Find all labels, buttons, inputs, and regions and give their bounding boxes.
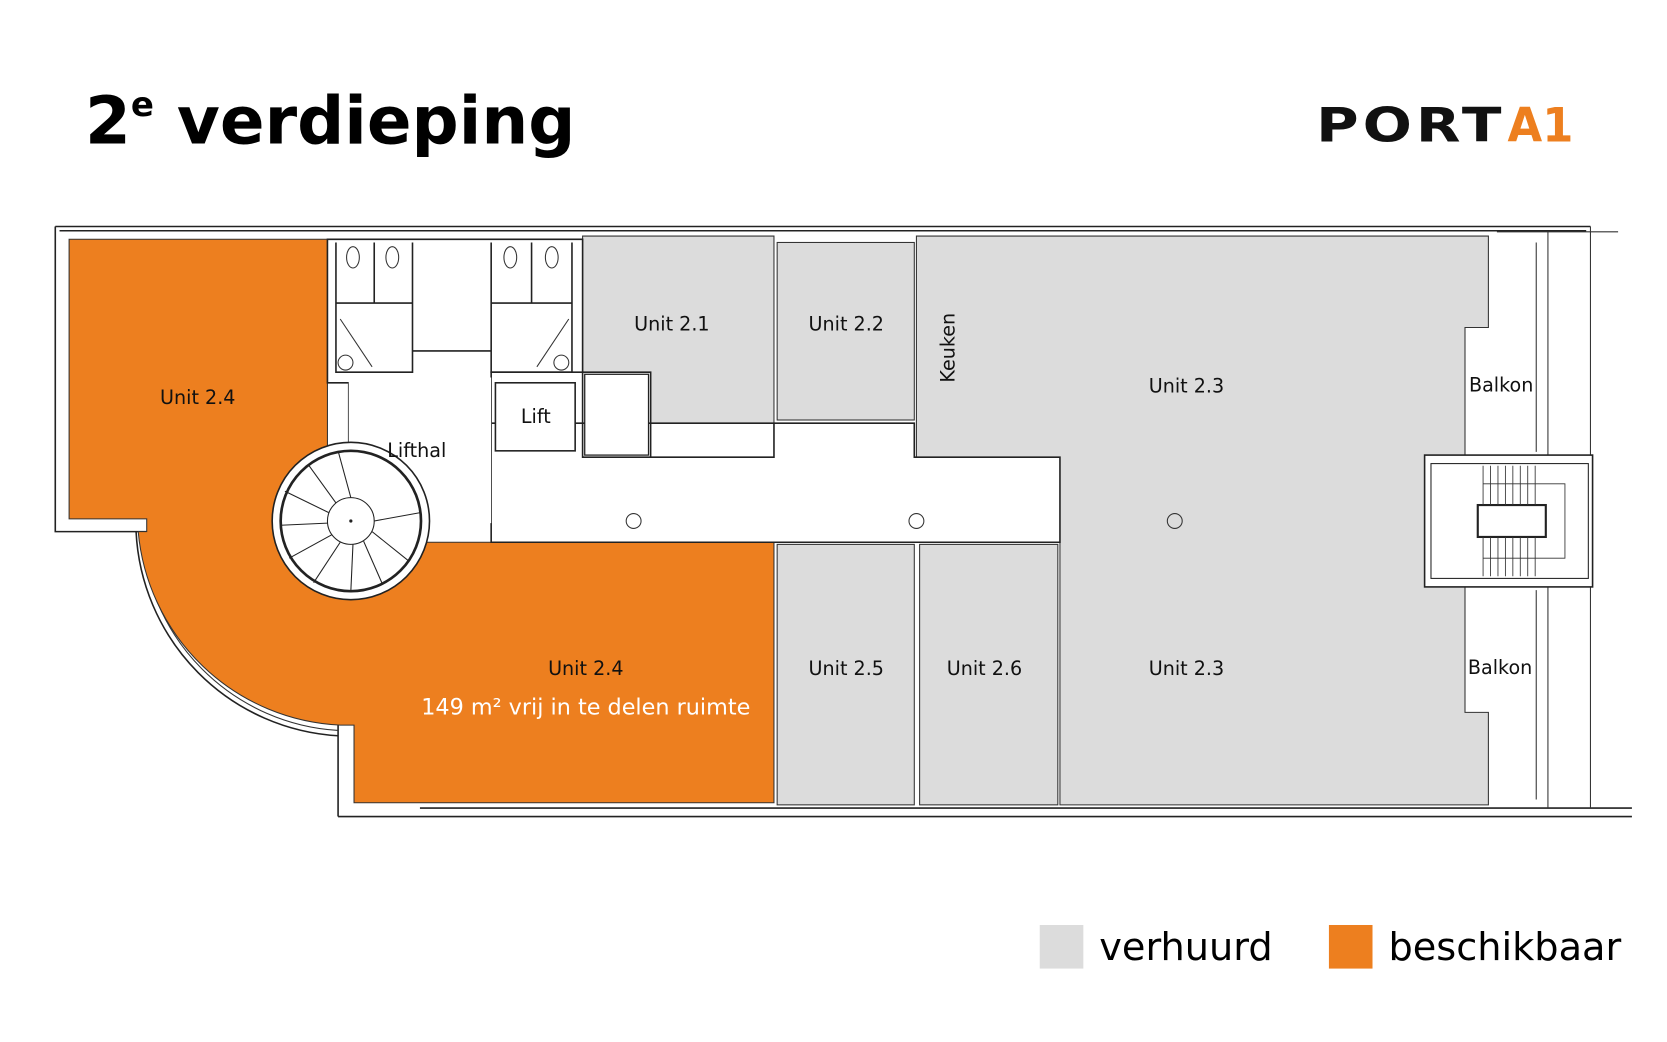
svg-text:PORT: PORT — [1316, 99, 1505, 153]
label-unit-2-4-bottom: Unit 2.4 — [548, 657, 623, 680]
legend-swatch-rented — [1039, 924, 1084, 969]
label-unit-2-4-top: Unit 2.4 — [160, 386, 235, 409]
label-unit-2-6: Unit 2.6 — [947, 657, 1022, 680]
label-unit-2-4-note: 149 m² vrij in te delen ruimte — [421, 694, 750, 720]
label-unit-2-2: Unit 2.2 — [809, 313, 884, 336]
unit-2-5-area[interactable] — [776, 543, 915, 806]
unit-2-2-area[interactable] — [776, 241, 915, 421]
label-balkon-bottom: Balkon — [1468, 656, 1532, 679]
core-area — [326, 238, 1183, 544]
label-keuken: Keuken — [937, 313, 960, 383]
label-unit-2-3-top: Unit 2.3 — [1149, 374, 1224, 397]
label-unit-2-3-bottom: Unit 2.3 — [1149, 657, 1224, 680]
outer-walls — [54, 225, 1632, 818]
legend-label-available: beschikbaar — [1388, 925, 1621, 970]
label-unit-2-5: Unit 2.5 — [809, 657, 884, 680]
svg-text:A1: A1 — [1508, 99, 1574, 153]
legend: verhuurd beschikbaar — [1039, 924, 1621, 970]
spiral-staircase-icon — [271, 441, 431, 601]
column-icon — [1166, 513, 1183, 529]
page-title: 2e verdieping — [85, 83, 575, 160]
porta1-logo: PORT A1 — [1316, 99, 1573, 153]
label-lifthal: Lifthal — [387, 439, 446, 462]
label-lift: Lift — [521, 405, 551, 428]
legend-swatch-available — [1328, 924, 1373, 969]
column-icon — [625, 513, 642, 529]
unit-2-6-area[interactable] — [919, 543, 1059, 806]
column-icon — [908, 513, 925, 529]
label-balkon-top: Balkon — [1469, 373, 1533, 396]
legend-label-rented: verhuurd — [1099, 925, 1272, 970]
stair-core — [1423, 454, 1594, 588]
lift-shaft — [494, 381, 576, 452]
label-unit-2-1: Unit 2.1 — [634, 313, 709, 336]
